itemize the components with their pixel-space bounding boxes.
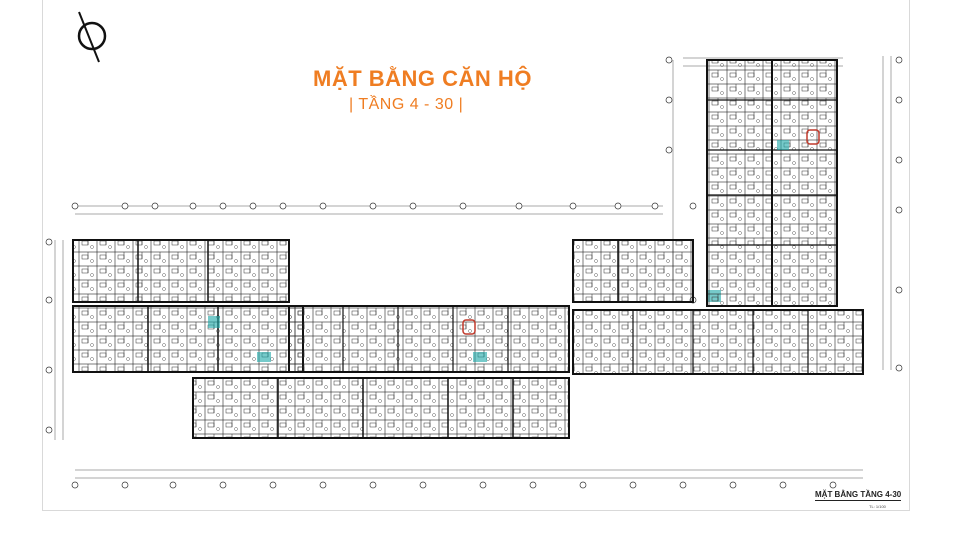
drawing-caption: MẶT BẰNG TẦNG 4-30 xyxy=(815,490,902,501)
drawing-sheet: MẶT BẰNG CĂN HỘ | TẦNG 4 - 30 | MẶT BẰNG… xyxy=(42,0,910,511)
right-tower xyxy=(706,59,838,307)
left-wing-lower xyxy=(72,305,304,373)
left-wing-upper xyxy=(72,239,290,303)
plan-title: MẶT BẰNG CĂN HỘ xyxy=(313,66,532,91)
floor-plan-drawing xyxy=(45,11,903,489)
north-arrow-icon xyxy=(77,11,107,63)
south-row xyxy=(192,377,570,439)
plan-subtitle: | TẦNG 4 - 30 | xyxy=(349,96,464,113)
dimension-lines xyxy=(54,56,892,479)
scale-note: TL: 1/100 xyxy=(869,504,886,509)
right-wing-horizontal xyxy=(572,239,864,375)
central-band xyxy=(288,305,570,373)
